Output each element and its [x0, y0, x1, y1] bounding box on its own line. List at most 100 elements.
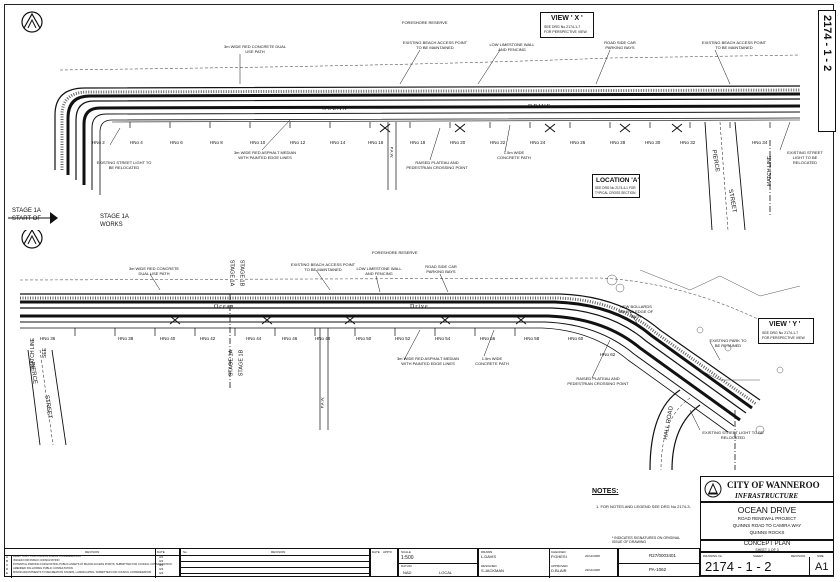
project-desc-3: QUINNS ROCKS	[749, 530, 785, 535]
bottom-plan-linework	[19, 230, 801, 471]
rev-text: ISSUED FOR PUBLIC CONSULTATION	[13, 559, 60, 562]
house-number: HNo 44	[246, 336, 262, 341]
view-y-title: VIEW ' Y '	[769, 321, 801, 328]
stage-label-3: STAGE 1A	[228, 349, 235, 377]
house-number: HNo 24	[530, 140, 546, 145]
house-number: HNo 20	[450, 140, 466, 145]
rev-date: 3/4	[159, 567, 164, 571]
foreshore-label-top: FORESHORE RESERVE	[402, 20, 448, 25]
note-car-parking-bottom: ROAD SIDE CAR PARKING BAYS	[425, 264, 457, 274]
stage-label-1: STAGE 1A	[228, 259, 235, 287]
stage-label-2: STAGE 1B	[238, 259, 245, 287]
view-x-title: VIEW ' X '	[551, 15, 583, 22]
note-concrete-path-bottom: 1.5m WIDE CONCRETE PATH	[475, 356, 509, 366]
checked-label: CHECKED	[551, 550, 566, 554]
note-beach-access-bottom: EXISTING BEACH ACCESS POINT TO BE MAINTA…	[290, 262, 356, 272]
datum-label: DATUM	[401, 564, 412, 568]
house-number: HNo 42	[200, 336, 216, 341]
house-number: HNo 30	[645, 140, 661, 145]
location-a-title: LOCATION 'A'	[596, 177, 640, 184]
scale-datum-block: SCALE 1:500 DATUM NAD LOCAL	[398, 548, 479, 577]
revision-label: REVISION	[791, 554, 806, 558]
sheet-size: A1	[815, 561, 829, 573]
sheet-label: SHEET	[753, 554, 764, 558]
divider	[619, 563, 701, 564]
house-number: HNo 58	[524, 336, 540, 341]
note-dual-use-path-bottom: 3m WIDE RED CONCRETE DUAL USE PATH	[128, 266, 180, 276]
note-car-parking-top: ROAD SIDE CAR PARKING BAYS	[604, 40, 636, 50]
org-name: CITY OF WANNEROO	[727, 480, 820, 490]
house-number: HNo 14	[330, 140, 346, 145]
house-number: HNo 4	[130, 140, 143, 145]
stage-label-c: STAGE 1A	[100, 214, 129, 220]
scale-value: 1:500	[401, 555, 414, 561]
signature-legend: * INDICATES SIGNATURES ON ORIGINAL ISSUE…	[612, 536, 681, 544]
approved-name: D.BLAIR	[551, 568, 567, 573]
notes-item-1: 1. FOR NOTES AND LEGEND SEE DRG No 2174-…	[596, 504, 691, 509]
note-park-bottom: EXISTING PARK TO BE RETAINED	[709, 338, 747, 348]
house-number: HNo 26	[570, 140, 586, 145]
house-number: HNo 62	[600, 352, 616, 357]
house-number: HNo 8	[210, 140, 223, 145]
sheet-count: SHEET 1 OF 3	[755, 548, 779, 552]
house-number: HNo 2	[92, 140, 105, 145]
matchline-see-bottom: SEE	[42, 347, 49, 359]
north-arrow-bottom	[21, 230, 43, 249]
drawn-name: L.DAVIS	[481, 554, 497, 559]
note-concrete-path-top: 1.5m WIDE CONCRETE PATH	[497, 150, 531, 160]
house-number: HNo 54	[435, 336, 451, 341]
house-number: HNo 38	[118, 336, 134, 341]
divider	[181, 561, 371, 562]
rev-col-revision: REVISION	[85, 550, 100, 554]
note-crossing-top: RAISED PLATEAU AND PEDESTRIAN CROSSING P…	[406, 160, 468, 170]
datum-v: LOCAL	[439, 570, 453, 575]
location-a-sub2: TYPICAL CROSS SECTION	[595, 191, 636, 195]
house-number: HNo 28	[610, 140, 626, 145]
dept-name: INFRASTRUCTURE	[735, 492, 799, 500]
road-name-ocean-bottom: Ocean	[214, 304, 235, 310]
divider	[399, 563, 479, 564]
road-name-ocean-top: OCEAN	[322, 106, 348, 112]
project-name: OCEAN DRIVE	[737, 505, 797, 515]
plan-type: CONCEPT PLAN	[743, 541, 791, 547]
notes-heading: NOTES:	[592, 488, 619, 495]
stage-label-d: WORKS	[100, 222, 123, 228]
approved-label: APPROVED	[551, 564, 568, 568]
notes-block: NOTES: 1. FOR NOTES AND LEGEND SEE DRG N…	[592, 488, 702, 548]
title-block-project: OCEAN DRIVE ROAD RENEWAL PROJECT QUINNS …	[700, 502, 834, 540]
house-number: HNo 32	[680, 140, 696, 145]
col-date-2: DATE	[372, 550, 380, 554]
rev-text: MINOR ADJUSTMENTS TO RECREATION STANDS, …	[13, 571, 152, 574]
rev-letter: D	[6, 567, 9, 571]
note-beach-access-top-2: EXISTING BEACH ACCESS POINT TO BE MAINTA…	[701, 40, 767, 50]
sheet-ref-side: 2174 - 1 - 2	[818, 10, 836, 132]
rev2-col-no: No	[183, 550, 187, 554]
divider	[155, 549, 156, 578]
view-y-callout: VIEW ' Y ' SEE DRG No 2174-1-7 FOR PERSP…	[758, 318, 814, 344]
drawn-label: DRAWN	[481, 550, 493, 554]
stage-label-b: START OF	[12, 216, 42, 222]
note-limestone-wall-bottom: LOW LIMESTONE WALL AND FENCING	[356, 266, 402, 276]
note-bollards-bottom: NEW BOLLARDS BEHIND EDGE OF PATH	[618, 304, 654, 319]
scale-label: SCALE	[401, 550, 411, 554]
view-x-sub1: SEE DRG No 2174-1-7	[544, 25, 581, 29]
house-number: HNo 46	[282, 336, 298, 341]
paw-label-top: P.A.W.	[389, 146, 395, 159]
note-dual-use-path-top: 3m WIDE RED CONCRETE DUAL USE PATH	[223, 44, 286, 54]
foreshore-label-bottom: FORESHORE RESERVE	[372, 250, 418, 255]
project-desc-1: ROAD RENEWAL PROJECT	[737, 516, 797, 521]
view-y-sub2: FOR PERSPECTIVE VIEW	[762, 336, 805, 340]
designed-name: S.JACKMAN	[481, 568, 504, 573]
rev2-col-revision: REVISION	[271, 550, 286, 554]
stage-label-4: STAGE 1B	[238, 349, 245, 377]
file-ref: PA-1062	[649, 567, 667, 572]
house-number: HNo 40	[160, 336, 176, 341]
north-arrow-top	[21, 11, 43, 33]
size-label: SIZE	[817, 554, 824, 558]
rev-date: 3/4	[159, 559, 164, 563]
signatures-block: DRAWN L.DAVIS DESIGNED S.JACKMAN CHECKED…	[478, 548, 618, 578]
rev-text: DRAFT COPY FOR COUNCIL FORUM CONSIDERATI…	[13, 555, 81, 558]
divider	[549, 549, 550, 578]
revision-table-2: REVISION No	[180, 548, 371, 577]
